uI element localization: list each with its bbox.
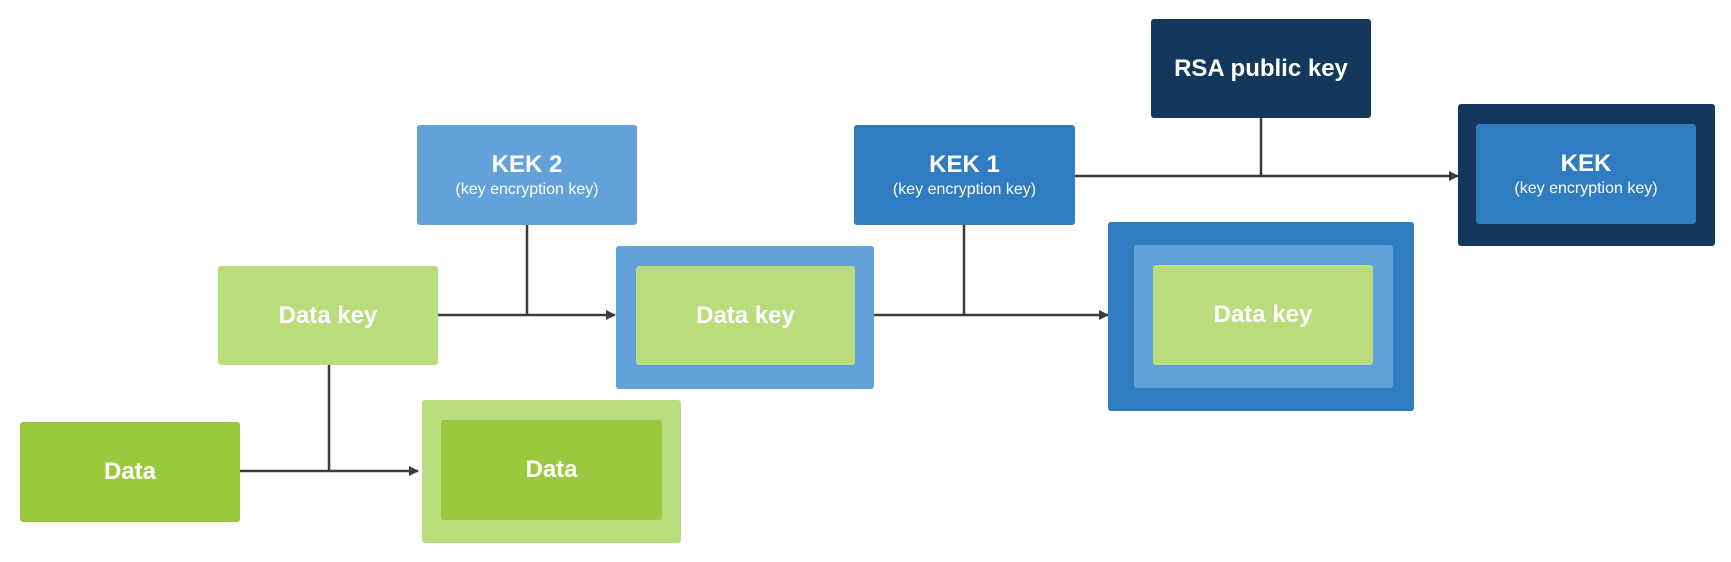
wrapped-kek-box: KEK (key encryption key) (1476, 124, 1696, 224)
encrypted-data-box: Data (441, 420, 662, 520)
data-box: Data (20, 422, 240, 522)
rsa-public-key-box: RSA public key (1151, 19, 1371, 118)
double-wrapped-data-key-label: Data key (1213, 301, 1313, 329)
double-wrapped-data-key-box: Data key (1153, 265, 1373, 365)
data-key-label: Data key (278, 301, 378, 329)
encrypted-data-label: Data (525, 456, 578, 484)
kek1-label: KEK 1 (929, 150, 1000, 178)
kek2-box: KEK 2 (key encryption key) (417, 125, 637, 225)
wrapped-data-key-label: Data key (696, 301, 795, 329)
kek2-label: KEK 2 (491, 150, 563, 178)
rsa-public-key-label: RSA public key (1174, 54, 1348, 82)
wrapped-kek-sublabel: (key encryption key) (1514, 180, 1658, 198)
data-label: Data (103, 458, 157, 486)
wrapped-data-key-box: Data key (636, 266, 855, 365)
kek1-sublabel: (key encryption key) (892, 181, 1037, 199)
wrapped-kek-label: KEK (1560, 149, 1612, 177)
data-key-box: Data key (218, 266, 438, 365)
kek1-box: KEK 1 (key encryption key) (854, 125, 1075, 225)
kek2-sublabel: (key encryption key) (455, 181, 599, 199)
